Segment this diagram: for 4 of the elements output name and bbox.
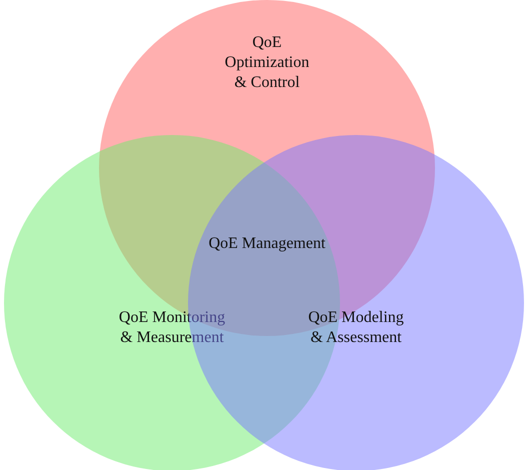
circle-label: QoE Optimization & Control [224, 33, 310, 93]
circle-label: QoE Modeling & Assessment [307, 308, 405, 348]
overlap-label: QoE Management [208, 234, 326, 254]
circle-label: QoE Monitoring & Measurement [118, 308, 226, 348]
